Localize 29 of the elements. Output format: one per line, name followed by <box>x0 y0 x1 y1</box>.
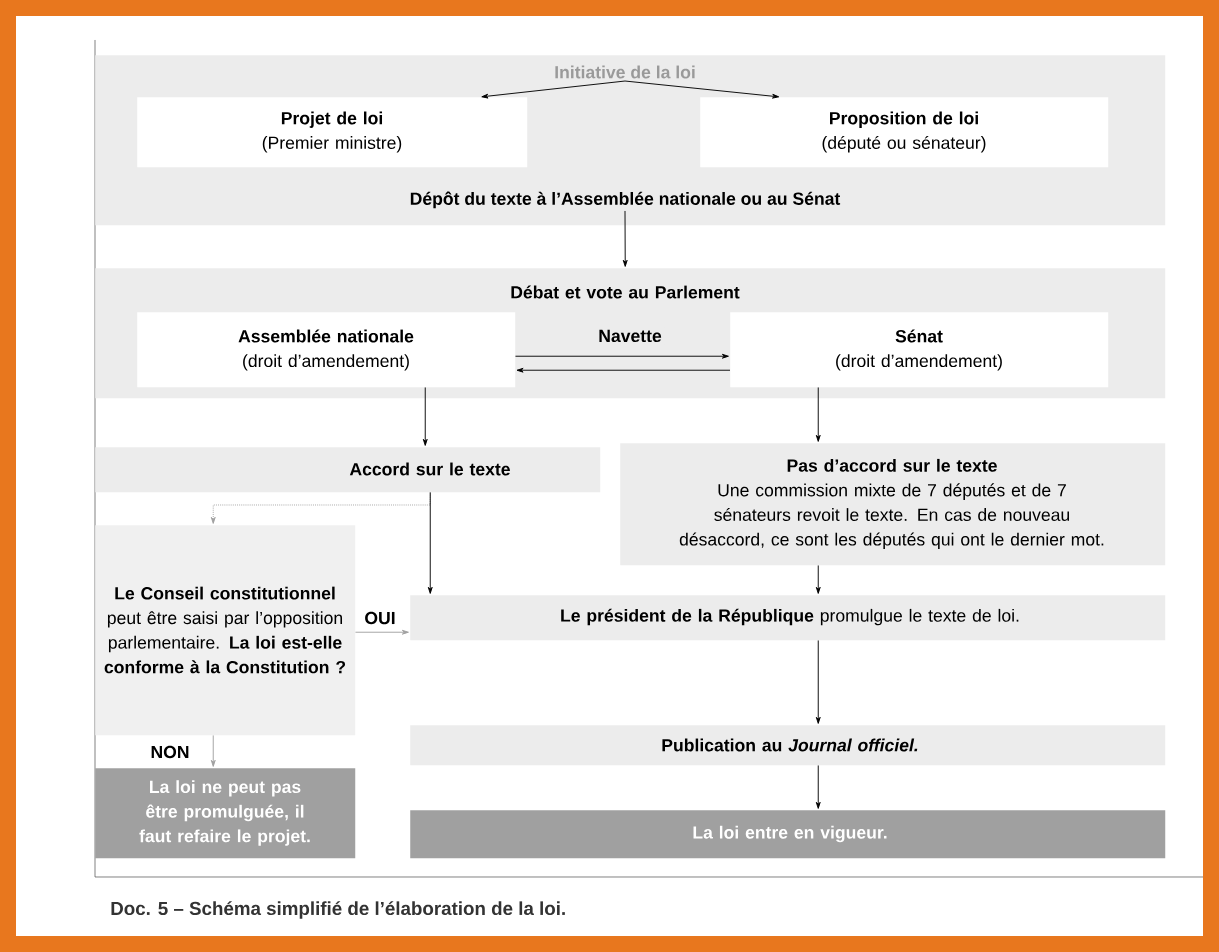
arrow <box>427 492 433 594</box>
arrow <box>815 765 821 809</box>
caption: Doc. 5 – Schéma simplifié de l’élaboration de la loi. <box>111 901 565 919</box>
arrow <box>355 629 409 635</box>
arrow <box>815 640 821 724</box>
arrow <box>515 353 729 359</box>
arrow <box>481 80 626 99</box>
panel-band: Le président de la République promulgue le texte de loi. <box>410 595 1166 641</box>
result-box: La loi ne peut pas être promulguée, il faut refaire le projet. <box>95 768 356 859</box>
arrow <box>210 735 216 767</box>
edge-label: OUI <box>362 609 398 627</box>
edge-label: NON <box>148 743 192 761</box>
step-text: Dépôt du texte à l’Assemblée nationale ou au Sénat <box>410 191 841 209</box>
arrow <box>422 387 428 446</box>
process-box: Proposition de loi (député ou sénateur) <box>700 97 1109 168</box>
arrow <box>624 80 780 99</box>
heading-text: Initiative de la loi <box>555 65 695 79</box>
panel-band: Pas d’accord sur le texte Une commission mixte de 7 députés et de 7 sénateurs revoit le texte. En cas de nouveau désaccord, ce sont les députés qui ont le dernier mot. <box>620 443 1166 566</box>
arrow <box>622 210 628 267</box>
panel-band: Publication au Journal officiel. <box>410 725 1166 766</box>
panel-band: Accord sur le texte <box>95 447 601 493</box>
question-box: Le Conseil constitutionnel peut être saisi par l’opposition parlementaire. La loi est-elle conforme à la Constitution ? <box>95 525 356 736</box>
process-box: Assemblée nationale (droit d’amendement) <box>137 312 516 388</box>
process-box: Sénat (droit d’amendement) <box>730 312 1109 388</box>
arrow <box>815 387 821 442</box>
process-box: Projet de loi (Premier ministre) <box>137 97 528 168</box>
arrow <box>516 367 731 373</box>
arrow <box>815 565 821 594</box>
result-box: La loi entre en vigueur. <box>410 810 1166 859</box>
